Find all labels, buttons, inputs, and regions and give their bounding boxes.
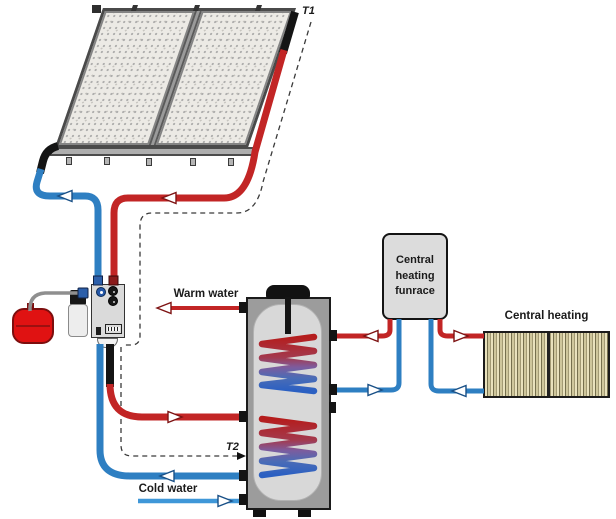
cold-water-label: Cold water [138, 483, 198, 495]
t2-arrow-icon [237, 452, 246, 460]
central-heating-furnace: Central heating funrace [382, 233, 448, 320]
pump-motor-cap [70, 290, 86, 305]
warm-water-port [239, 302, 247, 313]
controller-display [105, 324, 122, 334]
flow-arrow-icon [367, 383, 384, 397]
t1-sensor-label: T1 [302, 5, 315, 17]
expansion-vessel [12, 308, 54, 344]
flow-arrow-icon [362, 329, 379, 343]
furnace-tank-supply-pipe [334, 319, 393, 339]
furnace-coil-out-port [329, 384, 337, 395]
tank-knob [329, 402, 336, 413]
flow-arrow-icon [160, 191, 177, 205]
pump-body [97, 338, 118, 348]
solar-return-port [239, 470, 247, 481]
flow-arrow-icon [217, 494, 234, 508]
collector-foot [228, 158, 234, 166]
storage-tank [246, 297, 331, 510]
collector-foot [190, 158, 196, 166]
tank-liner [253, 304, 322, 501]
furnace-radiator-supply-pipe [437, 319, 484, 339]
furnace-tank-return-pipe [334, 319, 402, 393]
tank-top-cap [266, 285, 310, 299]
thermometer-gauge-icon [108, 286, 118, 296]
controller-knob [96, 327, 101, 335]
tank-foot [253, 510, 266, 517]
furnace-radiator-return-pipe [428, 319, 484, 394]
furnace-coil-in-port [329, 330, 337, 341]
radiator-divider [546, 333, 550, 396]
flow-arrow-icon [158, 469, 175, 483]
collector-inlet-stub [92, 5, 101, 13]
flow-arrow-icon [56, 189, 73, 203]
flow-arrow-icon [167, 410, 184, 424]
thermometer-gauge-icon [108, 296, 118, 306]
furnace-label: Central heating funrace [395, 253, 435, 298]
cold-water-port [239, 494, 247, 505]
solar-collector-array [54, 5, 297, 148]
flow-arrow-icon [453, 329, 470, 343]
tank-foot [298, 510, 311, 517]
collector-foot [66, 157, 72, 165]
pump-gauge-icon [96, 287, 106, 297]
t2-sensor-label: T2 [226, 441, 239, 453]
flow-arrow-icon [450, 384, 467, 398]
solar-return-pipe [32, 142, 102, 285]
collector-mounting-rail [50, 147, 254, 156]
flow-arrow-icon [155, 301, 172, 315]
radiator-label: Central heating [504, 310, 589, 322]
tank-solar-pipes [96, 344, 243, 480]
pump-cylinder [68, 304, 88, 337]
warm-water-label: Warm water [173, 288, 239, 300]
collector-foot [146, 158, 152, 166]
radiator [483, 331, 610, 398]
solar-supply-port [239, 411, 247, 422]
collector-foot [104, 157, 110, 165]
